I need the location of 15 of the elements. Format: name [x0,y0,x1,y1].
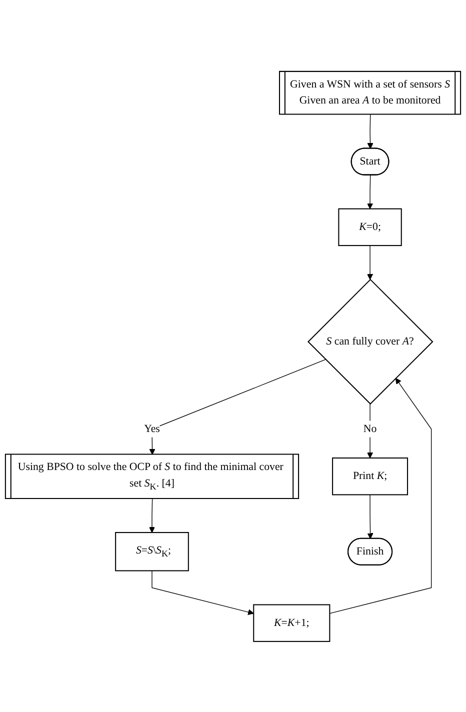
arrow [367,494,374,539]
arrow [367,114,374,148]
arrow [367,244,374,280]
arrow [329,378,432,614]
node-box: K=K+1; [253,604,330,642]
arrow [367,174,374,209]
edge-label: No [363,422,377,434]
node-diamond: S can fully cover A? [307,278,434,404]
node-box: K=0; [338,208,402,246]
edge-label: Yes [144,422,160,434]
node-box: S=S\S$_{K}$; [115,532,189,571]
arrow [152,570,254,615]
arrow [149,498,155,532]
node-box: Print K; [332,457,408,495]
arrow [149,358,326,454]
